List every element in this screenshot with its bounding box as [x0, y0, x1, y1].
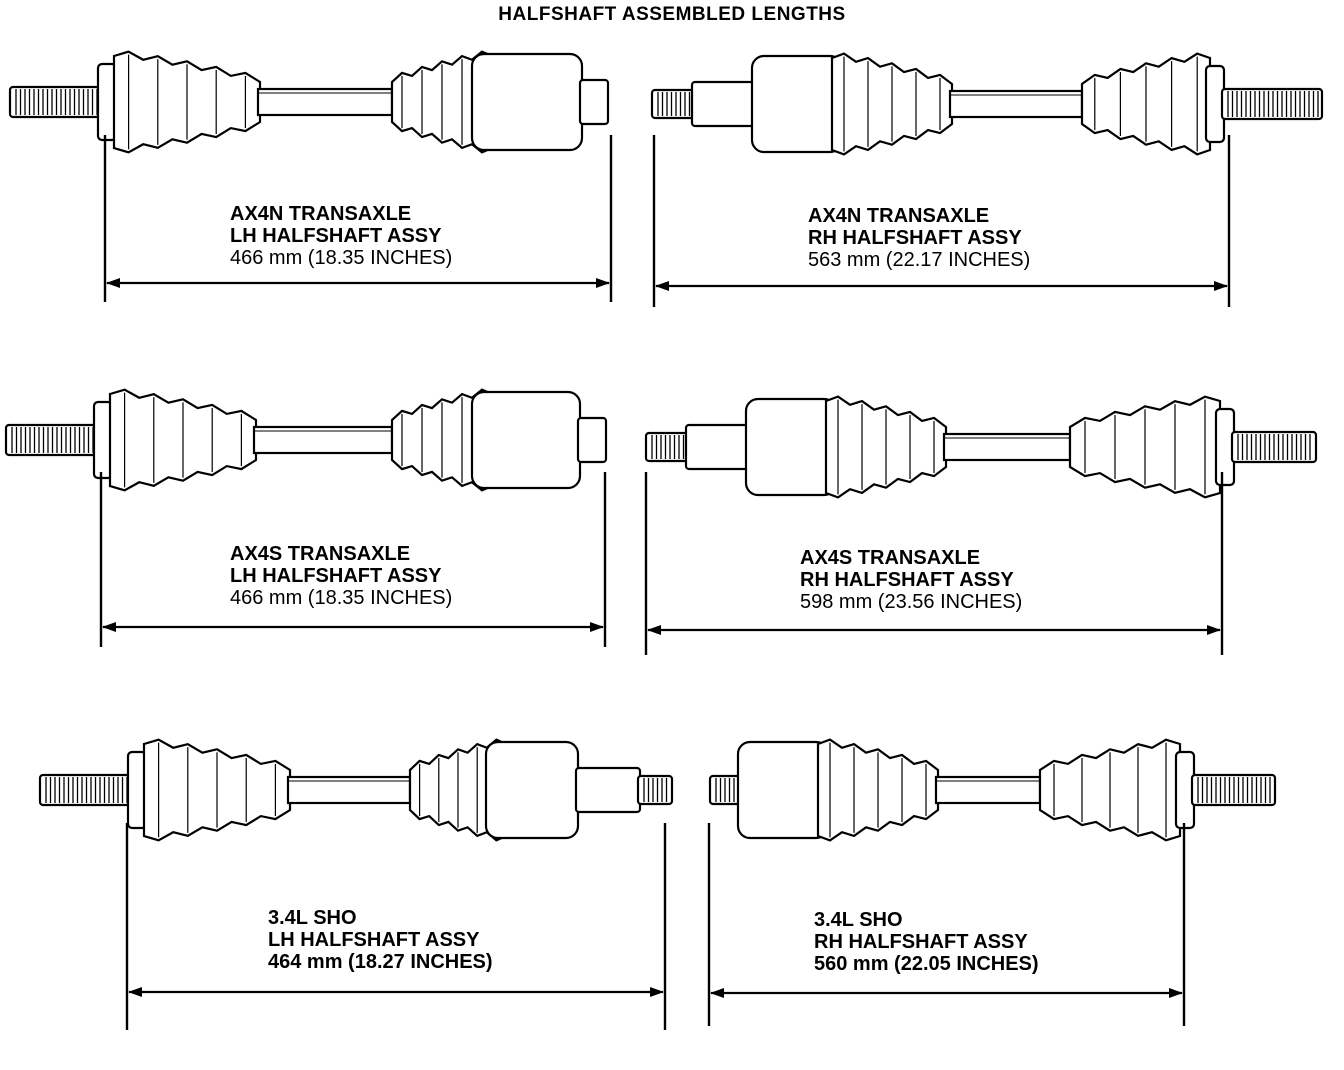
label-sho-rh-line2: RH HALFSHAFT ASSY — [814, 931, 1028, 953]
label-ax4n-rh: AX4N TRANSAXLE RH HALFSHAFT ASSY 563 mm … — [808, 205, 1030, 271]
label-sho-rh-length: 560 mm (22.05 INCHES) — [814, 953, 1039, 975]
halfshaft-sho-rh-arrow-right — [1169, 988, 1183, 998]
label-ax4n-lh-line1: AX4N TRANSAXLE — [230, 203, 412, 225]
halfshaft-ax4s-lh — [4, 388, 608, 647]
label-ax4s-rh-line1: AX4S TRANSAXLE — [800, 547, 981, 569]
halfshaft-ax4n-lh-arrow-left — [106, 278, 120, 288]
label-ax4s-rh-line2: RH HALFSHAFT ASSY — [800, 569, 1014, 591]
halfshaft-ax4n-lh-arrow-right — [596, 278, 610, 288]
label-sho-lh: 3.4L SHO LH HALFSHAFT ASSY 464 mm (18.27… — [268, 907, 493, 973]
halfshaft-ax4n-rh-arrow-right — [1214, 281, 1228, 291]
halfshaft-ax4s-lh-arrow-left — [102, 622, 116, 632]
label-ax4s-lh-line1: AX4S TRANSAXLE — [230, 543, 411, 565]
halfshaft-sho-lh-arrow-left — [128, 987, 142, 997]
label-ax4s-rh: AX4S TRANSAXLE RH HALFSHAFT ASSY 598 mm … — [800, 547, 1022, 613]
label-ax4n-rh-line2: RH HALFSHAFT ASSY — [808, 227, 1022, 249]
halfshaft-ax4n-rh — [650, 52, 1324, 307]
label-ax4s-lh-line2: LH HALFSHAFT ASSY — [230, 565, 442, 587]
label-ax4s-lh: AX4S TRANSAXLE LH HALFSHAFT ASSY 466 mm … — [230, 543, 452, 609]
halfshaft-sho-lh-arrow-right — [650, 987, 664, 997]
label-ax4n-lh-line2: LH HALFSHAFT ASSY — [230, 225, 442, 247]
label-sho-lh-line2: LH HALFSHAFT ASSY — [268, 929, 480, 951]
label-sho-rh-line1: 3.4L SHO — [814, 909, 903, 931]
label-sho-rh: 3.4L SHO RH HALFSHAFT ASSY 560 mm (22.05… — [814, 909, 1039, 975]
label-ax4n-rh-line1: AX4N TRANSAXLE — [808, 205, 990, 227]
label-ax4n-rh-length: 563 mm (22.17 INCHES) — [808, 249, 1031, 271]
halfshaft-sho-lh — [38, 738, 674, 1030]
halfshaft-sho-rh-arrow-left — [710, 988, 724, 998]
label-sho-lh-line1: 3.4L SHO — [268, 907, 357, 929]
label-ax4n-lh-length: 466 mm (18.35 INCHES) — [230, 247, 453, 269]
diagram-title: HALFSHAFT ASSEMBLED LENGTHS — [498, 4, 846, 25]
halfshaft-ax4s-rh — [644, 395, 1318, 655]
label-ax4s-rh-length: 598 mm (23.56 INCHES) — [800, 591, 1023, 613]
label-ax4s-lh-length: 466 mm (18.35 INCHES) — [230, 587, 453, 609]
label-sho-lh-length: 464 mm (18.27 INCHES) — [268, 951, 493, 973]
halfshaft-sho-rh — [707, 738, 1277, 1026]
halfshaft-ax4s-rh-arrow-right — [1207, 625, 1221, 635]
halfshaft-ax4n-lh — [8, 50, 613, 302]
halfshaft-ax4s-rh-arrow-left — [647, 625, 661, 635]
halfshaft-ax4n-rh-arrow-left — [655, 281, 669, 291]
halfshaft-ax4s-lh-arrow-right — [590, 622, 604, 632]
label-ax4n-lh: AX4N TRANSAXLE LH HALFSHAFT ASSY 466 mm … — [230, 203, 452, 269]
